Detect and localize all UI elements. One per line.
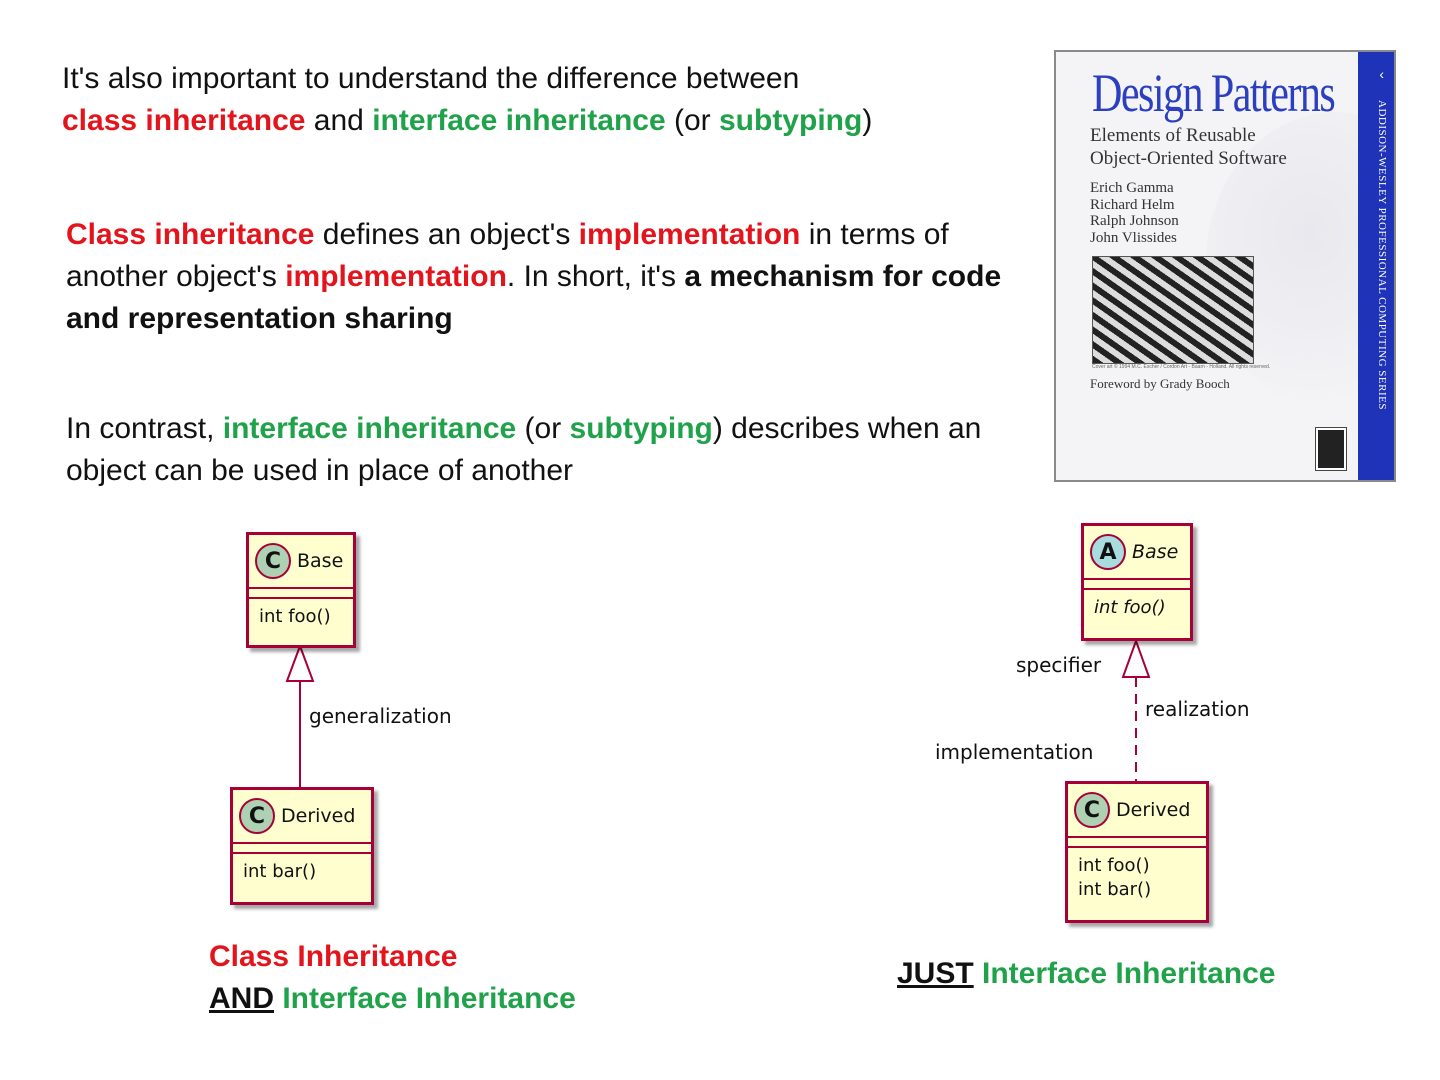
uml-class-name: Base (1132, 541, 1178, 563)
uml-abstract-class-base: A Base int foo() (1081, 523, 1193, 641)
realization-arrowhead (1123, 641, 1149, 677)
caption-class-inheritance: Class Inheritance (209, 940, 457, 973)
uml-method: int bar() (1078, 878, 1196, 902)
uml-methods: int foo() int bar() (1068, 848, 1206, 908)
caption-left: Class Inheritance AND Interface Inherita… (209, 936, 576, 1020)
implementation-label: implementation (935, 740, 1093, 764)
caption-and: AND (209, 982, 274, 1015)
caption-interface-inheritance: Interface Inheritance (274, 982, 576, 1015)
uml-attributes-compartment (233, 842, 371, 854)
uml-method: int bar() (233, 854, 371, 890)
uml-class-derived: C Derived int foo() int bar() (1065, 781, 1209, 923)
uml-method: int foo() (1084, 590, 1190, 626)
caption-interface-inheritance: Interface Inheritance (974, 957, 1276, 990)
generalization-label: generalization (309, 704, 452, 728)
uml-method: int foo() (1078, 854, 1196, 878)
class-badge-icon: C (255, 543, 291, 579)
uml-class-derived: C Derived int bar() (230, 787, 374, 905)
abstract-badge-icon: A (1090, 534, 1126, 570)
class-badge-icon: C (1074, 792, 1110, 828)
uml-class-header: A Base (1084, 526, 1190, 578)
class-badge-icon: C (239, 798, 275, 834)
uml-class-name: Derived (1116, 799, 1190, 821)
uml-class-header: C Derived (233, 790, 371, 842)
caption-just: JUST (897, 957, 974, 990)
realization-label: realization (1145, 697, 1250, 721)
uml-class-name: Derived (281, 805, 355, 827)
uml-method: int foo() (249, 599, 353, 635)
generalization-arrowhead (287, 646, 313, 681)
caption-right: JUST Interface Inheritance (897, 953, 1275, 995)
uml-class-header: C Base (249, 535, 353, 587)
uml-class-base: C Base int foo() (246, 532, 356, 648)
uml-attributes-compartment (1084, 578, 1190, 590)
uml-class-header: C Derived (1068, 784, 1206, 836)
uml-attributes-compartment (1068, 836, 1206, 848)
uml-attributes-compartment (249, 587, 353, 599)
uml-class-name: Base (297, 550, 343, 572)
specifier-label: specifier (1016, 653, 1101, 677)
